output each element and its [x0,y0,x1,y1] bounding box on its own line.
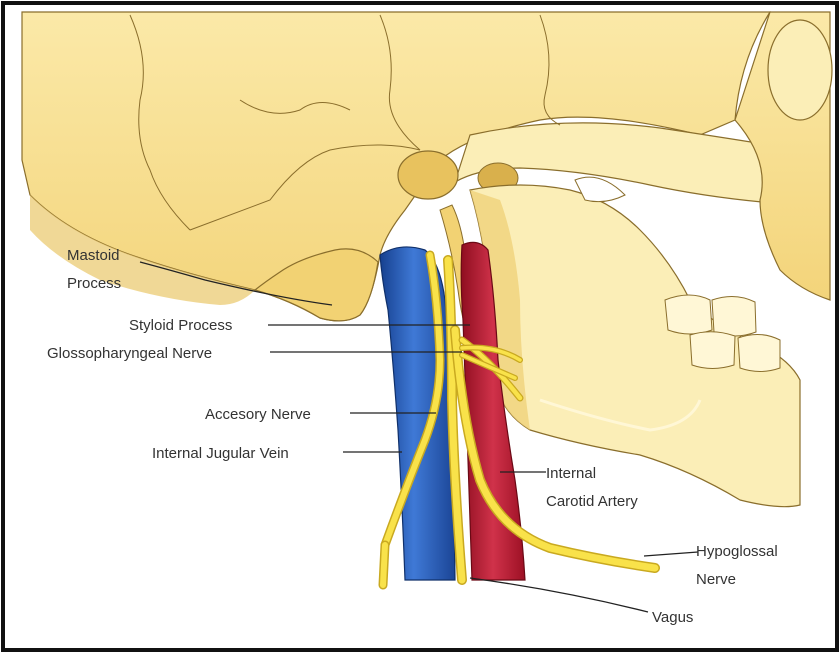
label-hypoglossal-line1: Hypoglossal [696,543,778,560]
label-carotid-line1: Internal [546,465,596,482]
external-acoustic-meatus [398,151,458,199]
label-accessory-nerve: Accesory Nerve [205,406,311,423]
label-vagus: Vagus [652,609,693,626]
label-styloid-process: Styloid Process [129,317,232,334]
label-mastoid-line2: Process [67,275,121,292]
orbit-shape [768,20,832,120]
label-mastoid-line1: Mastoid [67,247,120,264]
label-glossopharyngeal-nerve: Glossopharyngeal Nerve [47,345,212,362]
label-hypoglossal-line2: Nerve [696,571,736,588]
label-carotid-line2: Carotid Artery [546,493,638,510]
label-internal-jugular-vein: Internal Jugular Vein [152,445,289,462]
